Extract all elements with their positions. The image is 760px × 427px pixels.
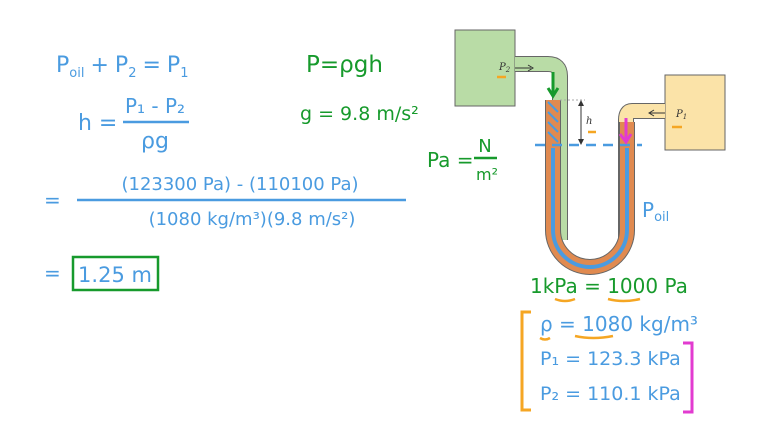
hatched-oil	[547, 101, 559, 143]
svg-text:Pa =: Pa =	[427, 148, 474, 172]
svg-text:h: h	[586, 116, 592, 127]
svg-text:=: =	[44, 188, 61, 212]
svg-text:Poil+P2=P1: Poil+P2=P1	[56, 53, 188, 81]
orange-bracket	[520, 310, 531, 412]
hydrostatic-formula: P=ρgh	[306, 52, 383, 78]
magenta-bracket	[683, 341, 694, 414]
svg-text:=: =	[44, 261, 61, 285]
right-container	[664, 74, 726, 151]
pascal-definition: Pa = N m²	[427, 136, 498, 184]
given-values: 1kPa = 1000 Pa ρ = 1080 kg/m³ P₁ = 123.3…	[520, 274, 698, 414]
p2-label: P2	[498, 62, 511, 74]
u-tube-manometer-diagram: h P2 P1 Poil	[454, 29, 726, 275]
svg-text:(1080 kg/m³)(9.8 m/s²): (1080 kg/m³)(9.8 m/s²)	[149, 209, 356, 230]
p1-label: P1	[675, 109, 687, 121]
svg-text:P₁ - P₂: P₁ - P₂	[125, 94, 185, 118]
p2-force-arrow-icon	[546, 72, 560, 99]
p2-value: P₂ = 110.1 kPa	[540, 383, 681, 405]
density-value: ρ = 1080 kg/m³	[540, 312, 698, 336]
gravity-value: g = 9.8 m/s²	[300, 103, 419, 125]
result: = 1.25 m	[44, 255, 160, 292]
p1-value: P₁ = 123.3 kPa	[540, 348, 681, 370]
pressure-balance-equation: Poil+P2=P1	[56, 53, 188, 81]
svg-text:h =: h =	[78, 111, 117, 136]
unit-conversion: 1kPa = 1000 Pa	[530, 274, 688, 298]
svg-text:1.25 m: 1.25 m	[78, 263, 152, 287]
svg-text:N: N	[478, 136, 491, 157]
left-container	[454, 29, 516, 107]
svg-text:(123300 Pa) - (110100 Pa): (123300 Pa) - (110100 Pa)	[121, 174, 358, 195]
p1-force-arrow-icon	[618, 118, 633, 145]
height-formula: h = P₁ - P₂ ρg	[78, 94, 189, 154]
substitution-equation: = (123300 Pa) - (110100 Pa) (1080 kg/m³)…	[44, 174, 406, 230]
answer-box	[71, 255, 160, 292]
svg-text:m²: m²	[476, 165, 498, 184]
p-oil-label: Poil	[642, 198, 669, 225]
oil-pressure-path	[551, 148, 629, 269]
svg-text:ρg: ρg	[141, 129, 169, 154]
